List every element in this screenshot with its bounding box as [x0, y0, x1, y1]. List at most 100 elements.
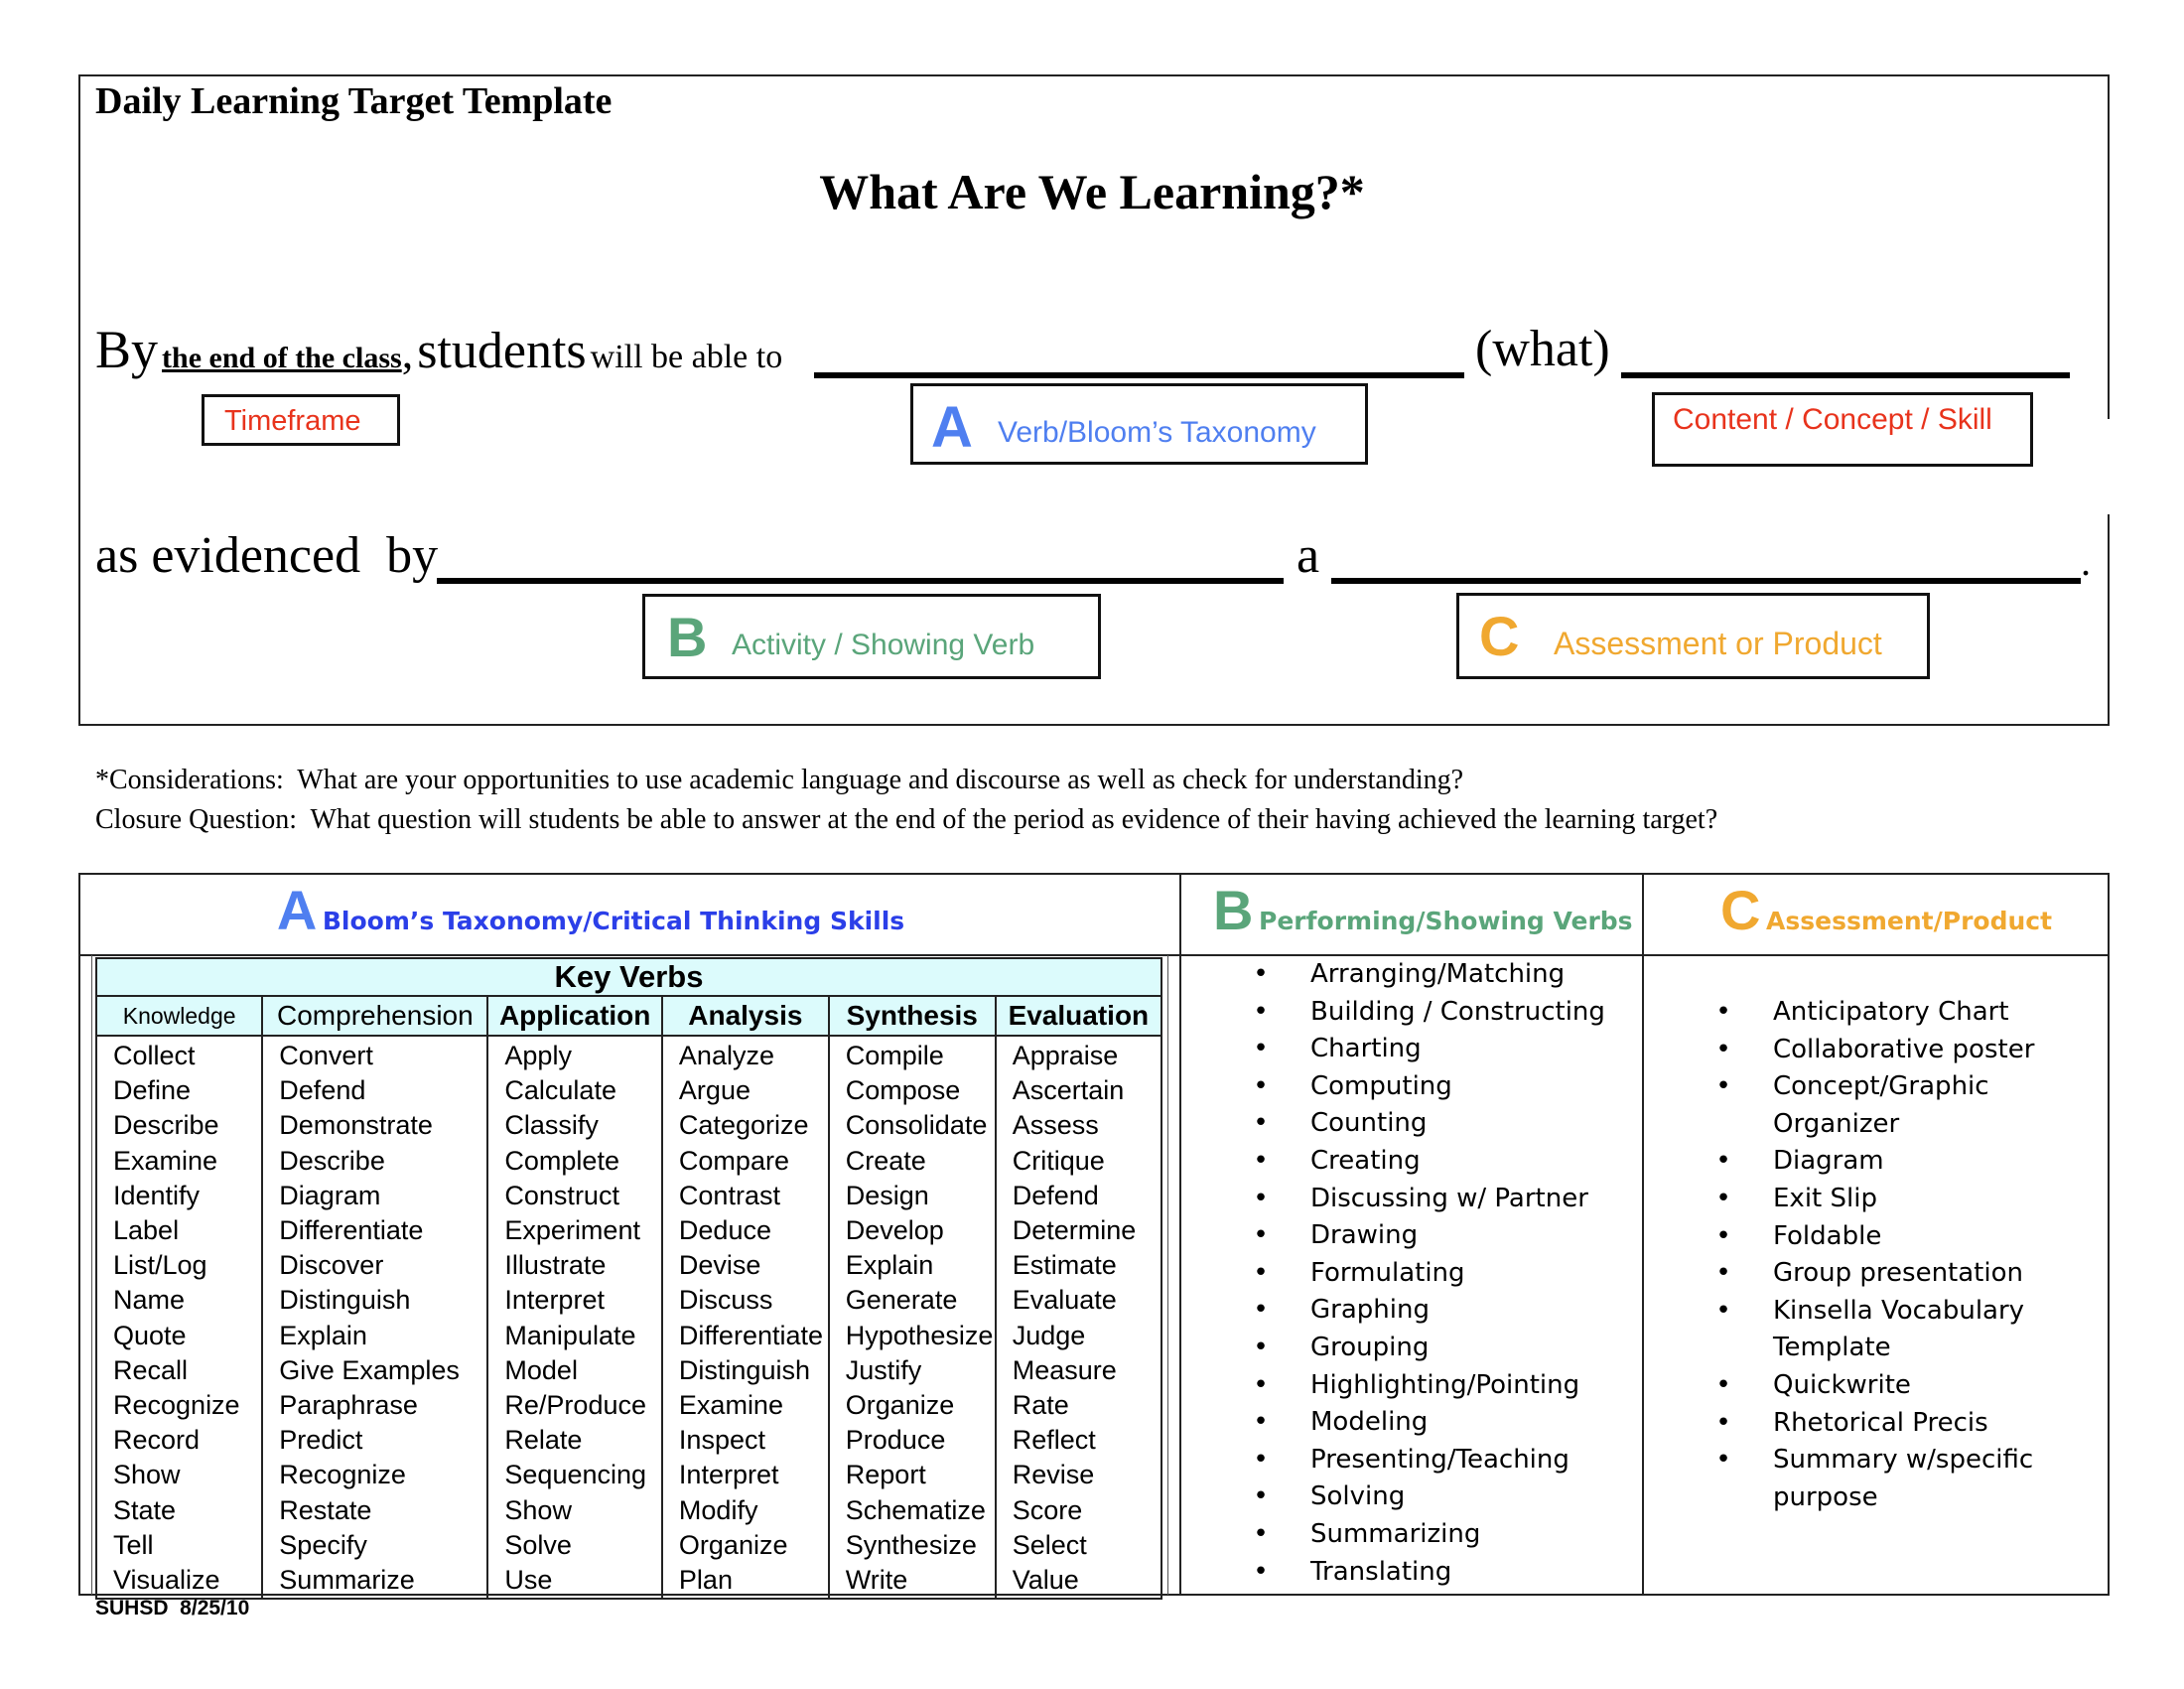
table-inner-right-line — [1167, 955, 1168, 1595]
will-be-able-to: will be able to — [590, 339, 783, 375]
bullet-icon: • — [1715, 1369, 1731, 1400]
key-verb: Examine — [678, 1390, 783, 1421]
list-item: •Summary w/specific — [1704, 1442, 2034, 1479]
key-verb: Ascertain — [1012, 1075, 1125, 1106]
key-verb: Defend — [1012, 1180, 1099, 1210]
list-item: •Drawing — [1241, 1217, 1605, 1255]
comma: , — [401, 327, 414, 377]
key-verb: Categorize — [678, 1110, 809, 1141]
verb-label: Verb/Bloom’s Taxonomy — [998, 416, 1316, 449]
key-verb: Devise — [678, 1250, 761, 1281]
list-item: •Graphing — [1241, 1292, 1605, 1330]
key-verb: Schematize — [845, 1494, 986, 1525]
key-verb: Differentiate — [279, 1215, 424, 1246]
key-verb: Modify — [678, 1494, 758, 1525]
letter-a-icon: A — [276, 879, 318, 941]
key-verb: Examine — [113, 1145, 218, 1176]
assessment-blank-field[interactable] — [1331, 578, 2081, 584]
list-item-label: Exit Slip — [1773, 1183, 1877, 1213]
list-item-label: Quickwrite — [1773, 1369, 1911, 1400]
content-blank-field[interactable] — [1621, 372, 2070, 378]
word-by: By — [95, 320, 159, 379]
frame-border-gap — [2104, 419, 2114, 514]
list-item-label: Creating — [1310, 1145, 1421, 1176]
list-item-label: Collaborative poster — [1773, 1034, 2035, 1064]
key-verb: Quote — [113, 1320, 187, 1350]
content-label-box: Content / Concept / Skill — [1652, 392, 2033, 467]
key-verb: Relate — [504, 1425, 583, 1456]
list-item: Organizer — [1704, 1106, 2034, 1144]
bullet-icon: • — [1715, 1071, 1731, 1102]
list-item-label: Organizer — [1773, 1108, 1900, 1139]
key-verb: Compile — [845, 1041, 944, 1070]
bullet-icon: • — [1715, 997, 1731, 1027]
performing-header-title: Performing/Showing Verbs — [1259, 907, 1633, 935]
bullet-icon: • — [1253, 1407, 1269, 1438]
key-verb: Judge — [1012, 1320, 1086, 1350]
key-verb: Specify — [279, 1529, 367, 1560]
key-verb: Recognize — [113, 1390, 240, 1421]
key-verb: Contrast — [678, 1180, 780, 1210]
key-verb: Create — [845, 1145, 926, 1176]
table-inner-left-line — [91, 955, 92, 1595]
key-verb: Predict — [279, 1425, 363, 1456]
bullet-icon: • — [1253, 1444, 1269, 1475]
key-verb: Measure — [1012, 1354, 1117, 1385]
list-item-label: Kinsella Vocabulary — [1773, 1295, 2025, 1326]
activity-blank-field[interactable] — [437, 578, 1284, 584]
key-verb: State — [113, 1494, 177, 1525]
key-verb: Construct — [504, 1180, 619, 1210]
key-verb: Illustrate — [504, 1250, 607, 1281]
letter-c-icon: C — [1720, 879, 1761, 941]
learning-target-frame — [78, 74, 2110, 726]
word-students: students — [417, 323, 587, 379]
list-item: •Counting — [1241, 1105, 1605, 1143]
key-verbs-title: Key Verbs — [95, 957, 1162, 997]
list-item: • Translating — [1241, 1554, 1605, 1592]
key-verb: Compare — [678, 1145, 789, 1176]
list-item-label: Modeling — [1310, 1407, 1429, 1438]
footer-code: SUHSD 8/25/10 — [95, 1597, 250, 1619]
bullet-icon: • — [1253, 959, 1269, 989]
list-item-label: Translating — [1310, 1556, 1452, 1587]
bullet-icon: • — [1715, 1220, 1731, 1251]
list-item-label: purpose — [1773, 1481, 1878, 1512]
sentence-line-1: By the end of the class, students will b… — [95, 320, 782, 393]
key-verbs-table: Key Verbs Knowledge Comprehension Applic… — [94, 957, 1163, 1601]
col-comprehension: Comprehension — [261, 995, 489, 1037]
key-verb: Define — [113, 1075, 192, 1106]
list-item-label: Computing — [1310, 1070, 1452, 1101]
key-verb: Complete — [504, 1145, 619, 1176]
table-col-divider-2 — [1642, 873, 1644, 1596]
list-item: •Foldable — [1704, 1218, 2034, 1256]
bullet-icon: • — [1253, 1556, 1269, 1587]
list-item: •Rhetorical Precis — [1704, 1405, 2034, 1443]
timeframe-text: the end of the class — [162, 342, 402, 374]
bullet-icon: • — [1253, 1257, 1269, 1288]
key-verb: Discuss — [678, 1285, 773, 1316]
letter-b-icon: B — [1213, 879, 1254, 941]
key-verb: Write — [845, 1565, 908, 1596]
bullet-icon: • — [1715, 1034, 1731, 1064]
list-item: •Diagram — [1704, 1143, 2034, 1181]
activity-label: Activity / Showing Verb — [732, 629, 1035, 661]
timeframe-label: Timeframe — [224, 405, 361, 437]
key-verb: Compose — [845, 1075, 961, 1106]
key-verb: Label — [113, 1215, 180, 1246]
key-verb: Solve — [504, 1529, 572, 1560]
verb-blank-field[interactable] — [814, 372, 1464, 378]
list-item: •Summarizing — [1241, 1516, 1605, 1554]
list-item-label: Template — [1773, 1333, 1891, 1363]
considerations-note: *Considerations: What are your opportuni… — [95, 765, 1464, 795]
key-verb: Assess — [1012, 1110, 1099, 1141]
assessment-header-title: Assessment/Product — [1766, 907, 2053, 935]
key-verb: Explain — [845, 1250, 934, 1281]
list-item: •Group presentation — [1704, 1255, 2034, 1293]
key-verb: Deduce — [678, 1215, 771, 1246]
list-item: •Formulating — [1241, 1255, 1605, 1293]
bullet-icon: • — [1253, 1183, 1269, 1213]
list-item: •Charting — [1241, 1031, 1605, 1068]
key-verb: Defend — [279, 1075, 366, 1106]
